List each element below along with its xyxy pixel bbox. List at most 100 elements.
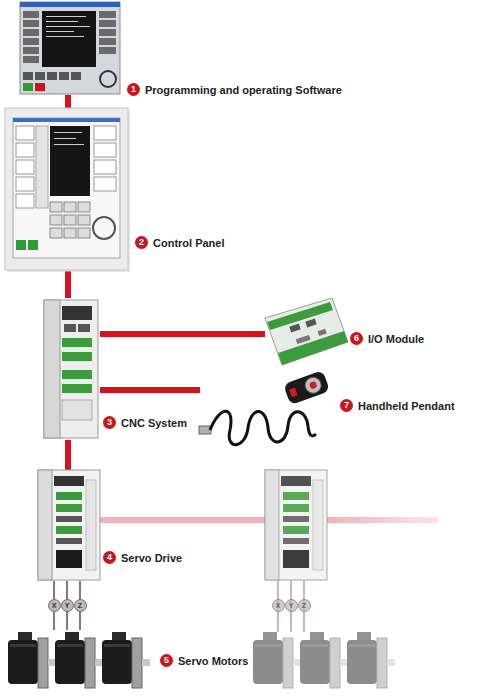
component-tag: 4 Servo Drive xyxy=(103,551,182,564)
control-panel-illustration xyxy=(78,202,90,212)
pendant-illustration xyxy=(309,381,318,390)
servo-motor-illustration xyxy=(8,632,56,688)
callout-number: 2 xyxy=(135,236,148,249)
component-node: 3CNC System xyxy=(40,298,100,440)
component-node: 6I/O Module xyxy=(265,298,348,365)
software-screenshot xyxy=(23,47,39,54)
axis-label: X xyxy=(272,599,285,612)
axis-label: Y xyxy=(285,599,298,612)
servo-drive-illustration xyxy=(265,470,327,580)
software-screenshot xyxy=(20,2,120,94)
control-panel-illustration xyxy=(16,177,34,191)
servo-drive-illustration xyxy=(38,470,100,580)
software-screenshot xyxy=(23,83,33,91)
control-panel-illustration xyxy=(78,228,90,238)
axis-label: Z xyxy=(298,599,311,612)
control-panel-illustration xyxy=(16,126,34,140)
software-screenshot xyxy=(99,20,116,27)
callout-number: 6 xyxy=(350,332,363,345)
cnc-system-illustration xyxy=(62,400,92,420)
cnc-system-illustration xyxy=(62,352,92,361)
control-panel-illustration xyxy=(54,138,76,139)
component-label: Servo Drive xyxy=(121,552,182,564)
callout-number: 1 xyxy=(127,83,140,96)
cnc-system-illustration xyxy=(44,300,98,438)
software-screenshot xyxy=(23,38,39,45)
callout-number: 3 xyxy=(103,416,116,429)
control-panel-illustration xyxy=(16,160,34,174)
cnc-system-illustration xyxy=(62,384,92,393)
software-screenshot xyxy=(46,31,74,32)
software-screenshot xyxy=(23,20,39,27)
callout-number: 4 xyxy=(103,551,116,564)
io-module-illustration xyxy=(289,324,300,333)
control-panel-illustration xyxy=(50,126,90,196)
control-panel-illustration xyxy=(13,118,120,122)
component-label: I/O Module xyxy=(368,333,424,345)
control-panel-illustration xyxy=(93,217,115,239)
pendant-illustration xyxy=(303,375,324,396)
control-panel-illustration xyxy=(50,202,62,212)
control-panel-illustration xyxy=(5,108,128,270)
control-panel-illustration xyxy=(5,108,130,272)
software-screenshot xyxy=(23,56,39,63)
callout-number: 7 xyxy=(340,399,353,412)
cnc-system-illustration xyxy=(62,338,92,347)
software-screenshot xyxy=(20,2,120,94)
cable-line xyxy=(65,440,71,470)
control-panel-illustration xyxy=(94,177,116,191)
pendant-illustration xyxy=(289,388,297,398)
cable-line xyxy=(100,387,200,393)
control-panel-illustration xyxy=(50,228,62,238)
control-panel-illustration xyxy=(28,240,38,250)
software-screenshot xyxy=(99,47,116,54)
software-screenshot xyxy=(23,29,39,36)
component-tag: 5Servo Motors xyxy=(160,654,248,667)
cnc-system-illustration xyxy=(62,306,92,320)
software-screenshot xyxy=(46,21,78,22)
servo-motor-illustration xyxy=(253,632,301,688)
software-screenshot xyxy=(20,2,120,7)
component-node: 1Programming and operating Software xyxy=(20,2,120,95)
servo-motor-illustration xyxy=(8,632,150,688)
servo-drive-illustration xyxy=(38,470,100,580)
software-screenshot xyxy=(47,72,57,80)
servo-motor-illustration xyxy=(347,632,395,688)
software-screenshot xyxy=(99,11,116,18)
control-panel-illustration xyxy=(64,202,76,212)
control-panel-illustration xyxy=(13,118,120,258)
pendant-illustration xyxy=(283,370,330,405)
control-panel-illustration xyxy=(50,215,62,225)
io-module-illustration xyxy=(265,298,348,365)
pendant-illustration xyxy=(283,370,330,405)
component-node: 7Handheld Pendant xyxy=(200,365,330,447)
component-label: Servo Motors xyxy=(178,655,248,667)
io-module-illustration xyxy=(267,302,333,330)
component-label: CNC System xyxy=(121,417,187,429)
cnc-system-illustration xyxy=(44,300,60,438)
io-module-illustration xyxy=(278,331,348,365)
bus-line xyxy=(327,517,438,523)
servo-motor-illustration xyxy=(300,632,348,688)
io-module-illustration xyxy=(318,329,327,336)
component-tag: 6 I/O Module xyxy=(350,332,424,345)
software-screenshot xyxy=(99,38,116,45)
control-panel-illustration xyxy=(36,126,48,208)
cnc-system-illustration xyxy=(64,324,76,332)
software-screenshot xyxy=(99,29,116,36)
control-panel-illustration xyxy=(54,132,82,133)
axis-label: Y xyxy=(61,599,74,612)
axis-label: Z xyxy=(74,599,87,612)
component-label: Programming and operating Software xyxy=(145,84,342,96)
bus-line xyxy=(100,517,265,523)
control-panel-illustration xyxy=(94,126,116,140)
pendant-illustration xyxy=(199,370,330,445)
control-panel-illustration xyxy=(64,228,76,238)
control-panel-illustration xyxy=(54,144,84,145)
axis-label: X xyxy=(48,599,61,612)
software-screenshot xyxy=(71,72,81,80)
io-module-illustration xyxy=(296,335,311,344)
control-panel-illustration xyxy=(16,143,34,157)
